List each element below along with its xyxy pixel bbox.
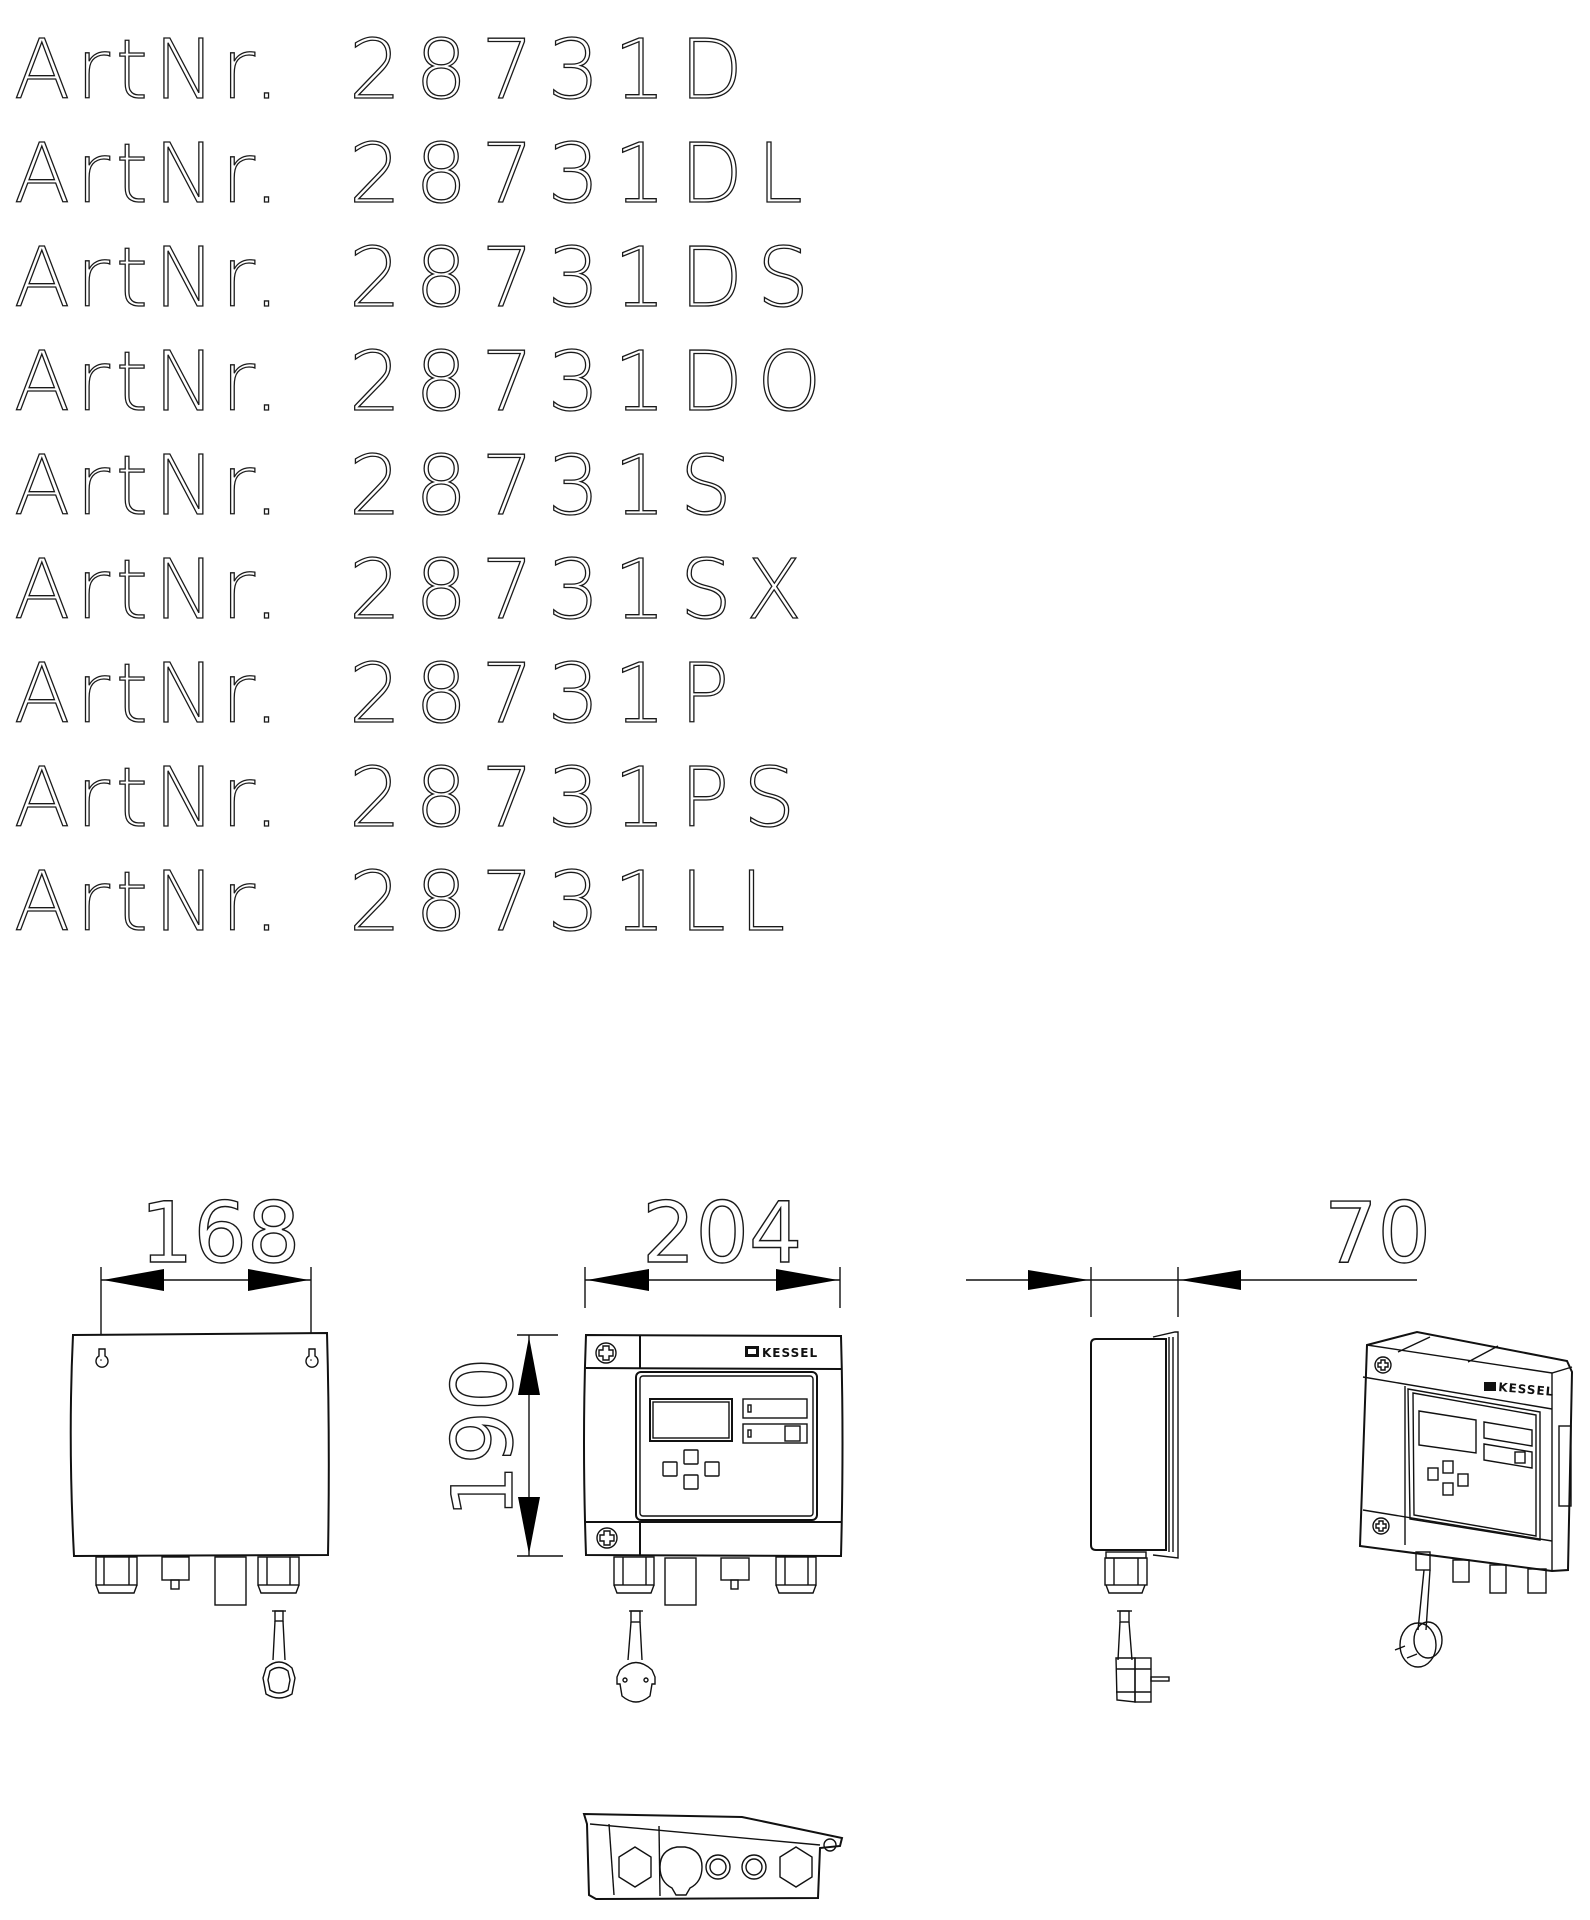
connector-port bbox=[161, 1556, 190, 1590]
sensor-port bbox=[214, 1556, 247, 1606]
arrow-right-icon bbox=[776, 1269, 838, 1291]
sensor-port bbox=[664, 1557, 697, 1606]
article-row: ArtNr. 28731DS bbox=[13, 216, 836, 326]
article-label: ArtNr. bbox=[13, 647, 286, 742]
article-label: ArtNr. bbox=[13, 751, 286, 846]
brand-label: KESSEL bbox=[762, 1346, 818, 1360]
keyhole-mount-icon bbox=[95, 1348, 109, 1368]
article-row: ArtNr. 28731DL bbox=[13, 112, 836, 222]
screw-icon bbox=[595, 1342, 617, 1364]
article-number: 28731SX bbox=[348, 543, 817, 638]
article-label: ArtNr. bbox=[13, 23, 286, 118]
power-plug-icon bbox=[616, 1610, 656, 1703]
article-number: 28731LL bbox=[348, 855, 800, 950]
hex-gland bbox=[779, 1846, 813, 1888]
display-screen bbox=[649, 1398, 733, 1442]
article-row: ArtNr. 28731S bbox=[13, 424, 836, 534]
svg-text:KESSEL: KESSEL bbox=[1498, 1380, 1555, 1399]
round-port bbox=[659, 1846, 703, 1896]
article-label: ArtNr. bbox=[13, 335, 286, 430]
article-row: ArtNr. 28731PS bbox=[13, 736, 836, 846]
article-label: ArtNr. bbox=[13, 855, 286, 950]
article-number: 28731DS bbox=[348, 231, 824, 326]
dimension-label-front-height: 190 bbox=[434, 1358, 532, 1518]
status-indicator-1 bbox=[742, 1398, 808, 1419]
connector-port bbox=[720, 1557, 750, 1590]
article-number: 28731DL bbox=[348, 127, 817, 222]
housing-front bbox=[583, 1333, 844, 1558]
arrow-down-icon bbox=[518, 1497, 540, 1554]
article-label: ArtNr. bbox=[13, 543, 286, 638]
article-row: ArtNr. 28731DO bbox=[13, 320, 836, 430]
indicator-button[interactable] bbox=[784, 1425, 801, 1442]
article-number: 28731DO bbox=[348, 335, 836, 430]
article-number: 28731P bbox=[348, 647, 744, 742]
status-indicator-2 bbox=[742, 1423, 808, 1444]
arrow-up-icon bbox=[518, 1337, 540, 1395]
arrow-left-icon bbox=[103, 1269, 164, 1291]
side-view: 70 bbox=[966, 1183, 1432, 1703]
power-plug-icon bbox=[262, 1610, 296, 1699]
article-number: 28731PS bbox=[348, 751, 810, 846]
navigation-keypad bbox=[662, 1449, 720, 1490]
article-label: ArtNr. bbox=[13, 127, 286, 222]
dimension-label-rear-width: 168 bbox=[140, 1184, 300, 1282]
bottom-view bbox=[582, 1812, 844, 1901]
key-left[interactable] bbox=[662, 1461, 678, 1477]
power-plug-icon bbox=[1394, 1621, 1443, 1668]
key-right[interactable] bbox=[704, 1461, 720, 1477]
control-panel-frame bbox=[635, 1371, 818, 1521]
article-row: ArtNr. 28731D bbox=[13, 8, 836, 118]
cable-gland bbox=[95, 1556, 138, 1594]
arrow-right-icon bbox=[1028, 1270, 1089, 1290]
isometric-view: KESSEL bbox=[1358, 1330, 1574, 1668]
keyhole-mount-icon bbox=[305, 1348, 319, 1368]
article-label: ArtNr. bbox=[13, 439, 286, 534]
key-up[interactable] bbox=[683, 1449, 699, 1465]
article-row: ArtNr. 28731LL bbox=[13, 840, 836, 950]
article-row: ArtNr. 28731P bbox=[13, 632, 836, 742]
arrow-left-icon bbox=[1180, 1270, 1241, 1290]
cable-gland bbox=[775, 1556, 817, 1594]
arrow-right-icon bbox=[248, 1269, 309, 1291]
kessel-logo: KESSEL bbox=[745, 1346, 818, 1360]
housing-rear bbox=[69, 1331, 330, 1558]
cable-gland bbox=[613, 1556, 655, 1594]
kessel-logo: KESSEL bbox=[1484, 1380, 1555, 1399]
article-number: 28731S bbox=[348, 439, 746, 534]
key-down[interactable] bbox=[683, 1474, 699, 1490]
screw-icon bbox=[1372, 1517, 1390, 1535]
dimension-label-side-depth: 70 bbox=[1324, 1184, 1431, 1282]
display-screen bbox=[1418, 1410, 1477, 1454]
article-number-list: ArtNr. 28731D ArtNr. 28731DL ArtNr. 2873… bbox=[13, 8, 836, 950]
arrow-left-icon bbox=[587, 1269, 649, 1291]
rear-view: 168 bbox=[69, 1183, 330, 1699]
front-view: 204 190 KESSEL bbox=[433, 1183, 844, 1703]
hex-gland bbox=[618, 1846, 652, 1888]
article-label: ArtNr. bbox=[13, 231, 286, 326]
article-number: 28731D bbox=[348, 23, 757, 118]
power-plug-icon bbox=[1115, 1610, 1170, 1703]
screw-icon bbox=[596, 1527, 618, 1549]
screw-icon bbox=[1374, 1356, 1392, 1374]
cable-gland bbox=[257, 1556, 300, 1594]
article-row: ArtNr. 28731SX bbox=[13, 528, 836, 638]
cable-gland bbox=[1104, 1551, 1148, 1594]
dimension-label-front-width: 204 bbox=[642, 1184, 802, 1282]
housing-side bbox=[1090, 1338, 1167, 1551]
